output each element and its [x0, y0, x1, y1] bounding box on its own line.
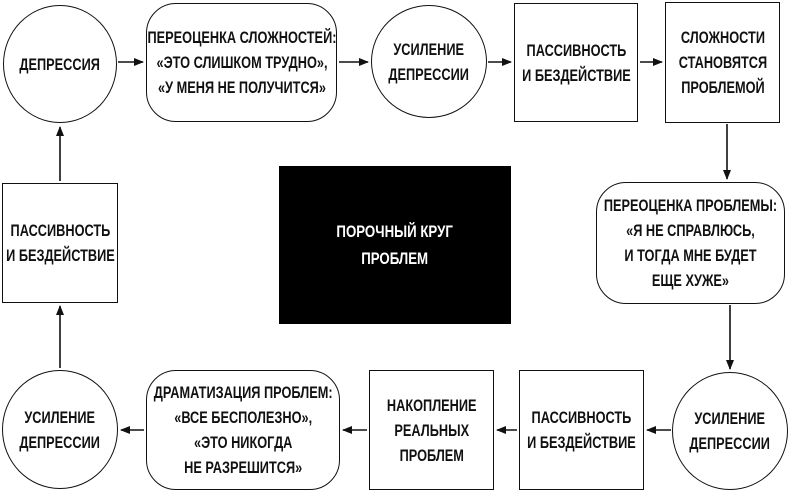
node-difficulties-become-problem: СЛОЖНОСТИ СТАНОВЯТСЯ ПРОБЛЕМОЙ — [665, 2, 780, 123]
node-passivity-top-label: ПАССИВНОСТЬ И БЕЗДЕЙСТВИЕ — [521, 40, 631, 85]
node-intensified-depression-right: УСИЛЕНИЕ ДЕПРЕССИИ — [672, 372, 788, 490]
node-overestimation-of-difficulties: ПЕРЕОЦЕНКА СЛОЖНОСТЕЙ: «ЭТО СЛИШКОМ ТРУД… — [146, 3, 337, 122]
node-intensified-depression-top: УСИЛЕНИЕ ДЕПРЕССИИ — [371, 5, 487, 118]
center-title-box: ПОРОЧНЫЙ КРУГ ПРОБЛЕМ — [279, 166, 511, 324]
node-depression: ДЕПРЕССИЯ — [3, 5, 117, 123]
node-intensified-depression-right-label: УСИЛЕНИЕ ДЕПРЕССИИ — [689, 409, 771, 453]
node-overestimation-of-problem: ПЕРЕОЦЕНКА ПРОБЛЕМЫ: «Я НЕ СПРАВЛЮСЬ, И … — [596, 182, 785, 304]
node-accumulation-of-problems-label: НАКОПЛЕНИЕ РЕАЛЬНЫХ ПРОБЛЕМ — [386, 395, 477, 465]
node-intensified-depression-left: УСИЛЕНИЕ ДЕПРЕССИИ — [2, 370, 118, 489]
node-dramatization-of-problems-label: ДРАМАТИЗАЦИЯ ПРОБЛЕМ: «ВСЕ БЕСПОЛЕЗНО», … — [153, 383, 333, 477]
node-depression-label: ДЕПРЕССИЯ — [19, 54, 101, 74]
node-difficulties-become-problem-label: СЛОЖНОСТИ СТАНОВЯТСЯ ПРОБЛЕМОЙ — [678, 28, 767, 97]
node-intensified-depression-top-label: УСИЛЕНИЕ ДЕПРЕССИИ — [388, 39, 470, 84]
node-passivity-left-label: ПАССИВНОСТЬ И БЕЗДЕЙСТВИЕ — [5, 221, 115, 265]
node-passivity-bottom: ПАССИВНОСТЬ И БЕЗДЕЙСТВИЕ — [519, 370, 644, 490]
node-passivity-bottom-label: ПАССИВНОСТЬ И БЕЗДЕЙСТВИЕ — [527, 408, 636, 452]
center-title-label: ПОРОЧНЫЙ КРУГ ПРОБЛЕМ — [336, 222, 454, 268]
node-passivity-top: ПАССИВНОСТЬ И БЕЗДЕЙСТВИЕ — [514, 3, 638, 122]
node-passivity-left: ПАССИВНОСТЬ И БЕЗДЕЙСТВИЕ — [2, 183, 118, 303]
node-intensified-depression-left-label: УСИЛЕНИЕ ДЕПРЕССИИ — [19, 407, 101, 452]
node-accumulation-of-problems: НАКОПЛЕНИЕ РЕАЛЬНЫХ ПРОБЛЕМ — [369, 370, 494, 490]
node-dramatization-of-problems: ДРАМАТИЗАЦИЯ ПРОБЛЕМ: «ВСЕ БЕСПОЛЕЗНО», … — [146, 370, 340, 490]
node-overestimation-of-difficulties-label: ПЕРЕОЦЕНКА СЛОЖНОСТЕЙ: «ЭТО СЛИШКОМ ТРУД… — [147, 28, 337, 97]
node-overestimation-of-problem-label: ПЕРЕОЦЕНКА ПРОБЛЕМЫ: «Я НЕ СПРАВЛЮСЬ, И … — [603, 196, 778, 290]
